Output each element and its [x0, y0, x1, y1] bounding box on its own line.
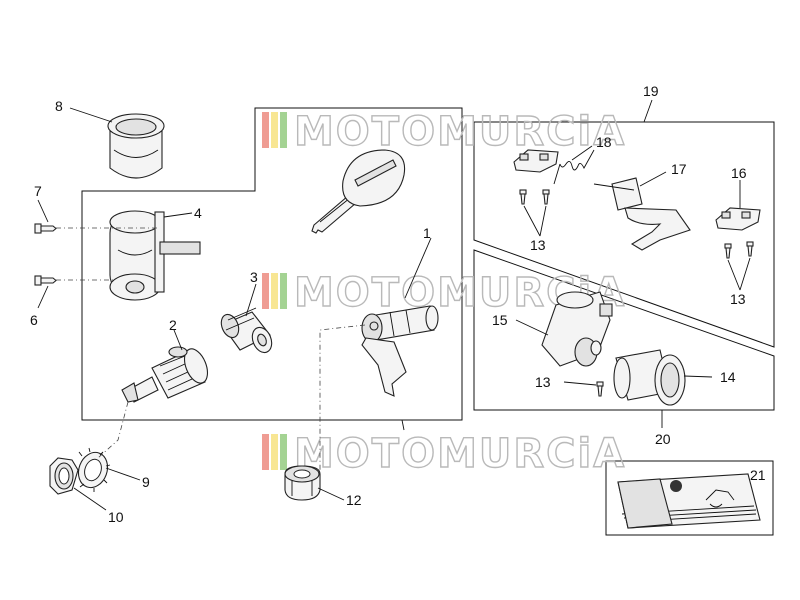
part-18-clip-left — [513, 149, 559, 173]
part-16-clip-right — [715, 207, 761, 231]
part-1-latch-lock — [361, 305, 439, 397]
part-8-sleeve — [107, 113, 165, 179]
leader-19 — [643, 99, 653, 123]
label-17: 17 — [671, 161, 687, 177]
part-key — [311, 149, 406, 234]
leader-13-right — [727, 257, 751, 291]
part-14-bushing — [613, 349, 686, 406]
leader-3 — [245, 283, 257, 317]
label-10: 10 — [108, 509, 124, 525]
leader-7 — [37, 199, 49, 223]
leader-13-top — [523, 205, 547, 237]
label-18: 18 — [596, 134, 612, 150]
label-13-right: 13 — [730, 291, 746, 307]
label-19: 19 — [643, 83, 659, 99]
dash-latch-to-nut — [319, 324, 366, 470]
main-assembly-frame — [81, 107, 463, 421]
label-14: 14 — [720, 369, 736, 385]
watermark-top: MOTOMURCiA — [262, 108, 626, 156]
part-10-nut — [49, 457, 79, 495]
label-13-top: 13 — [530, 237, 546, 253]
leader-kit-main — [401, 419, 405, 431]
label-3: 3 — [250, 269, 258, 285]
label-2: 2 — [169, 317, 177, 333]
label-16: 16 — [731, 165, 747, 181]
leader-10 — [73, 487, 107, 511]
leader-12 — [317, 487, 345, 501]
leader-18 — [571, 145, 593, 161]
watermark-bottom: MOTOMURCiA — [262, 430, 626, 478]
leader-4 — [163, 212, 193, 218]
leader-17 — [639, 171, 667, 187]
dash-lock-to-washer — [97, 401, 129, 459]
label-8: 8 — [55, 98, 63, 114]
part-13-screw — [724, 243, 732, 259]
manual-frame — [605, 460, 774, 536]
leader-1 — [404, 237, 432, 299]
leader-2 — [173, 329, 183, 351]
part-2-lock — [121, 346, 209, 403]
label-21: 21 — [750, 467, 766, 483]
leader-6 — [37, 285, 49, 309]
bracket-kit-frame — [473, 121, 775, 348]
part-13-screw — [519, 189, 527, 205]
leader-8 — [69, 107, 113, 123]
part-7-screw — [34, 223, 57, 234]
part-12-nut — [284, 465, 321, 501]
label-9: 9 — [142, 474, 150, 490]
label-13-lock: 13 — [535, 374, 551, 390]
label-7: 7 — [34, 183, 42, 199]
leader-15 — [515, 319, 549, 336]
part-18-spring — [553, 149, 595, 185]
part-3-barrel — [220, 307, 273, 354]
label-15: 15 — [492, 312, 508, 328]
label-6: 6 — [30, 312, 38, 328]
leader-14 — [683, 375, 713, 378]
leader-13-lock — [563, 381, 597, 386]
part-13-screw — [596, 381, 604, 397]
part-15-lock-housing — [541, 291, 613, 367]
label-12: 12 — [346, 492, 362, 508]
label-20: 20 — [655, 431, 671, 447]
lock-kit-frame — [473, 249, 775, 411]
part-9-lock-washer — [75, 447, 111, 492]
watermark-text: MOTOMURCiA — [294, 431, 626, 477]
part-21-manual — [617, 473, 761, 529]
label-4: 4 — [194, 205, 202, 221]
part-13-screw — [746, 241, 754, 257]
part-17-hook-bracket — [593, 177, 691, 251]
watermark-text: MOTOMURCiA — [294, 109, 626, 155]
part-13-screw — [542, 189, 550, 205]
leader-9 — [105, 467, 141, 481]
part-4-lock-body — [109, 210, 201, 301]
label-1: 1 — [423, 225, 431, 241]
part-6-screw — [34, 275, 57, 286]
